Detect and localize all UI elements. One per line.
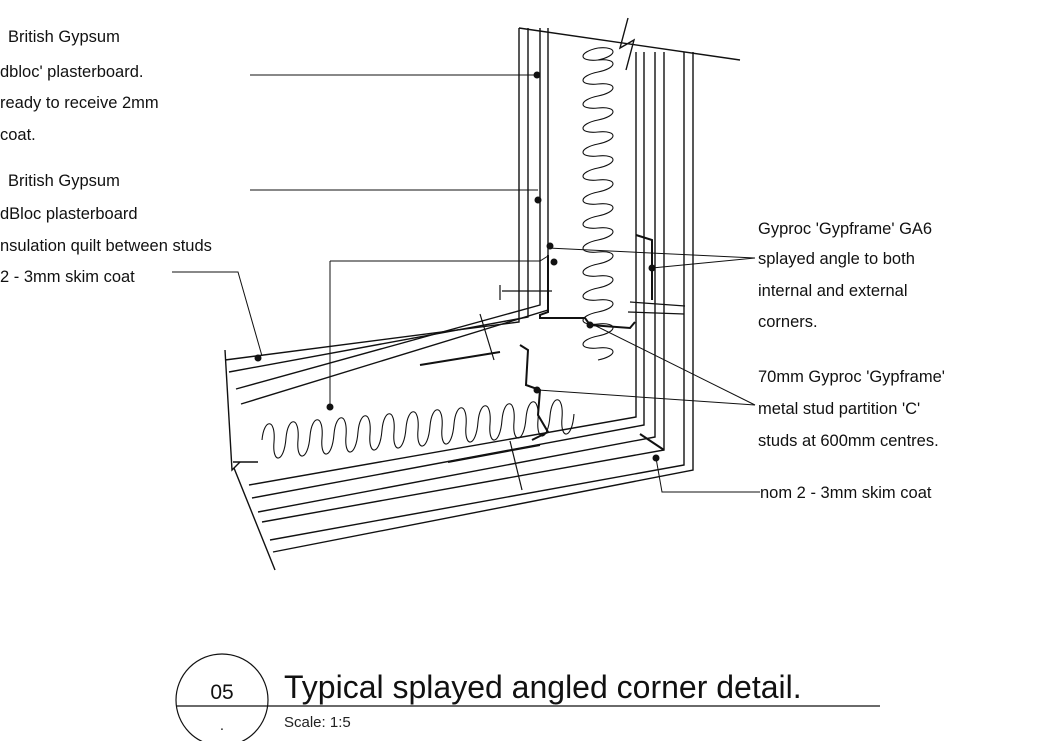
annotation-line: internal and external (758, 282, 908, 300)
sheet-reference: . (220, 717, 224, 734)
title-block: 05 . Typical splayed angled corner detai… (175, 653, 880, 741)
annotation-line: nom 2 - 3mm skim coat (760, 484, 932, 502)
detail-number-bubble (175, 653, 269, 741)
leader-dots (254, 71, 660, 462)
annotation-line: 2 - 3mm skim coat (0, 268, 135, 286)
insulation-quilt-splayed (261, 399, 575, 459)
annotation-line: corners. (758, 313, 818, 331)
drawing-scale: Scale: 1:5 (284, 714, 351, 731)
partition-wall-outline (224, 17, 741, 571)
annotation-line: splayed angle to both (758, 250, 915, 268)
detail-number: 05 (210, 681, 233, 704)
annotation-splayed-angle: Gyproc 'Gypframe' GA6 splayed angle to b… (758, 220, 932, 331)
annotation-board-inner: British Gypsum dBloc plasterboard nsulat… (0, 172, 212, 286)
annotation-line: coat. (0, 126, 36, 144)
annotation-board-face: British Gypsum dbloc' plasterboard. read… (0, 28, 159, 144)
annotation-line: British Gypsum (8, 28, 120, 46)
annotation-line: dbloc' plasterboard. (0, 63, 144, 81)
annotation-line: dBloc plasterboard (0, 205, 138, 223)
annotation-line: metal stud partition 'C' (758, 400, 920, 418)
annotation-line: Gyproc 'Gypframe' GA6 (758, 220, 932, 238)
annotation-line: British Gypsum (8, 172, 120, 190)
annotation-line: studs at 600mm centres. (758, 432, 939, 450)
annotation-line: ready to receive 2mm (0, 94, 159, 112)
insulation-quilt-vertical (582, 47, 614, 361)
drawing-title: Typical splayed angled corner detail. (284, 669, 802, 705)
screw-fixings (479, 285, 686, 491)
annotation-line: nsulation quilt between studs (0, 237, 212, 255)
leader-lines (172, 74, 760, 493)
annotation-metal-stud: 70mm Gyproc 'Gypframe' metal stud partit… (758, 368, 945, 450)
annotation-skim-coat: nom 2 - 3mm skim coat (760, 484, 932, 502)
annotation-line: 70mm Gyproc 'Gypframe' (758, 368, 945, 386)
